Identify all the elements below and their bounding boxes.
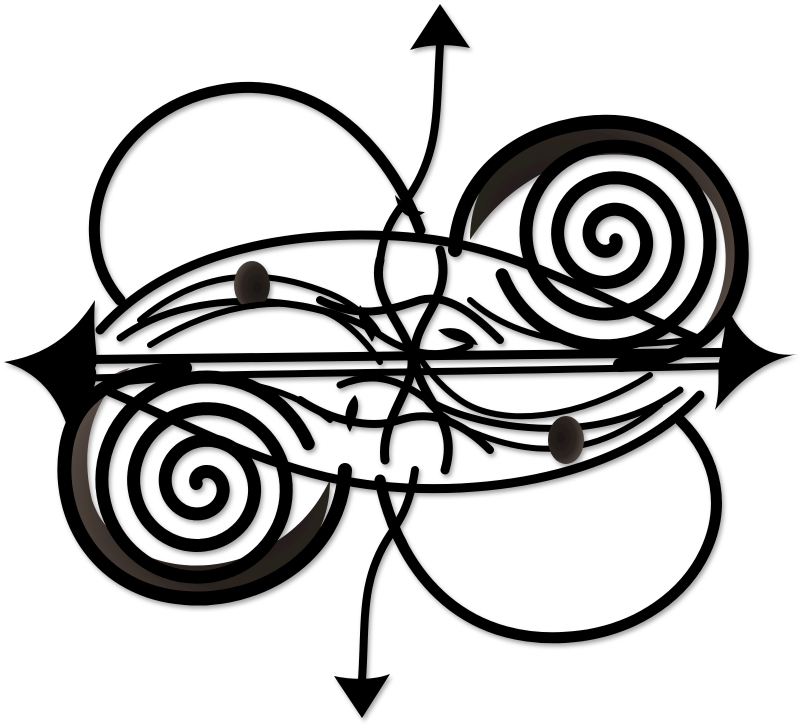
center-knot-c [316, 294, 504, 344]
arrow-down-shaft [358, 466, 419, 684]
eye-icon [548, 416, 584, 464]
left-eye-band-inner [116, 297, 474, 358]
eye-icon [234, 261, 270, 309]
spike-left-icon [4, 300, 97, 435]
strand-upper [147, 300, 383, 365]
strand-left-lower [107, 375, 333, 423]
right-eye-band [105, 387, 705, 494]
left-eye-band [95, 230, 705, 345]
spiral-icon [95, 370, 315, 584]
left-spiral-outer [57, 361, 352, 606]
center-thorn-4 [430, 405, 462, 428]
arrow-up-shaft [376, 41, 444, 264]
strand-lower [417, 355, 653, 420]
right-spiral-outer [448, 114, 749, 372]
center-thorn-6 [389, 520, 409, 552]
center-thorn-5 [395, 195, 425, 217]
spike-right-icon [715, 300, 798, 410]
center-thorn-3 [345, 395, 359, 432]
bottom-right-loop [374, 414, 722, 644]
strand-right-upper [467, 297, 693, 348]
horizontal-bar-top [35, 347, 765, 365]
top-left-loop [88, 81, 426, 306]
center-thorn-1 [358, 305, 376, 342]
spiral-icon [495, 139, 717, 353]
arrow-up-icon [410, 4, 470, 50]
center-thorn-2 [438, 328, 478, 345]
center-knot-d [296, 396, 494, 454]
center-knot-b [410, 245, 453, 475]
right-eye-band-inner [336, 374, 684, 432]
arrow-down-icon [334, 674, 390, 718]
